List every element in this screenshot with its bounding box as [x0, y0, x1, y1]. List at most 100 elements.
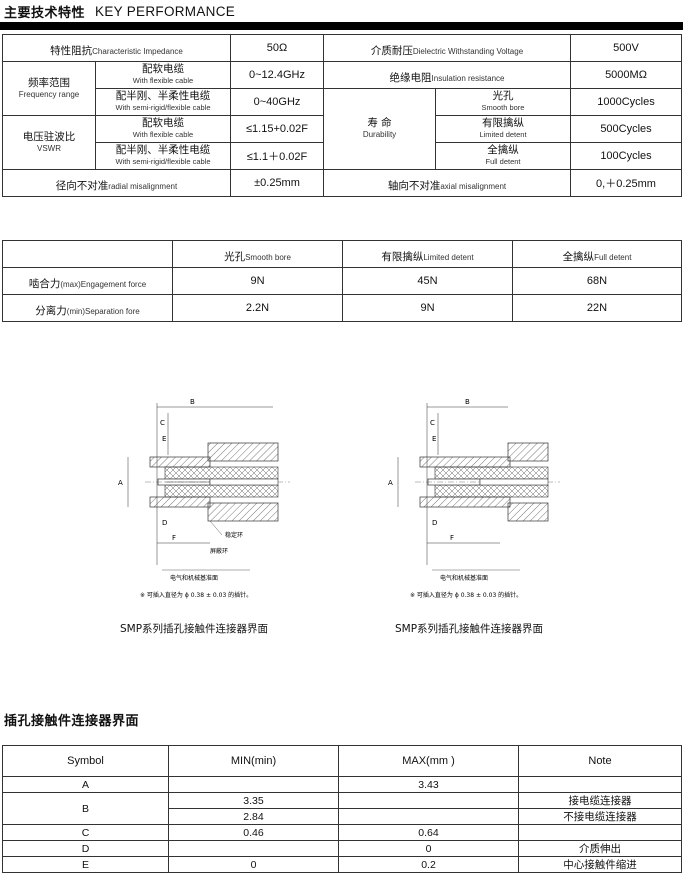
label-ref-plane: 电气和机械基准面 [170, 574, 218, 582]
cell-symbol: E [2, 856, 169, 873]
force-col-smooth: 光孔Smooth bore [172, 240, 343, 268]
table-row: A 3.43 [2, 776, 682, 793]
label-ring-stable: 稳定环 [225, 531, 243, 539]
label-ring-shield: 屏蔽环 [210, 547, 228, 555]
note-text: ※ 可插入直径为 ϕ 0.38 ± 0.03 的插针。 [140, 591, 252, 599]
freq-semi-value: 0~40GHz [230, 88, 324, 116]
cell-max: 0.2 [338, 856, 519, 873]
page-heading: 主要技术特性 KEY PERFORMANCE [4, 0, 235, 22]
cell-min [168, 840, 339, 857]
cell-symbol: B [2, 792, 169, 825]
cell-note: 中心接触件缩进 [518, 856, 682, 873]
table-row: D 0 介质伸出 [2, 840, 682, 857]
cell-max [338, 792, 519, 809]
cell-min: 0.46 [168, 824, 339, 841]
table-row: 分离力(min)Separation fore 2.2N 9N 22N [2, 294, 682, 322]
freq-flex-value: 0~12.4GHz [230, 61, 324, 89]
label-ref-plane: 电气和机械基准面 [440, 574, 488, 582]
left-connector-diagram: B C E A D F 稳定环 屏蔽环 电气和机械基准面 ※ 可插入直径为 ϕ … [118, 398, 290, 599]
table-row: 径向不对准radial misalignment ±0.25mm 轴向不对准ax… [2, 169, 682, 197]
separate-full: 22N [512, 294, 682, 322]
header-max: MAX(mm ) [338, 745, 519, 777]
limited-value: 500Cycles [570, 115, 682, 143]
engage-label: 啮合力(max)Engagement force [2, 267, 173, 295]
table-row: E 0 0.2 中心接触件缩进 [2, 856, 682, 873]
label-e: E [432, 435, 436, 443]
cell-min: 3.35 [168, 792, 339, 809]
label-c: C [430, 419, 435, 427]
label-a: A [118, 479, 123, 487]
cell-note: 介质伸出 [518, 840, 682, 857]
cell-max: 3.43 [338, 776, 519, 793]
table-header-row: Symbol MIN(min) MAX(mm ) Note [2, 745, 682, 777]
cell-note: 不接电缆连接器 [518, 808, 682, 825]
cell-symbol: C [2, 824, 169, 841]
engage-full: 68N [512, 267, 682, 295]
separate-smooth: 2.2N [172, 294, 343, 322]
note-text: ※ 可插入直径为 ϕ 0.38 ± 0.03 的插针。 [410, 591, 522, 599]
cell-min [168, 776, 339, 793]
cell-max [338, 808, 519, 825]
outer-shell-bottom [207, 502, 279, 522]
radial-label: 径向不对准radial misalignment [2, 169, 231, 197]
label-e: E [162, 435, 166, 443]
force-col-full: 全擒纵Full detent [512, 240, 682, 268]
cell-symbol: A [2, 776, 169, 793]
label-a: A [388, 479, 393, 487]
label-f: F [450, 534, 454, 542]
cell-note [518, 776, 682, 793]
impedance-label: 特性阻抗Characteristic Impedance [2, 34, 231, 62]
heading-en: KEY PERFORMANCE [95, 3, 236, 19]
vswr-flex-value: ≤1.15+0.02F [230, 115, 324, 143]
cell-note [518, 824, 682, 841]
label-b: B [465, 398, 470, 406]
engage-smooth: 9N [172, 267, 343, 295]
force-corner [2, 240, 173, 268]
table-row: 啮合力(max)Engagement force 9N 45N 68N [2, 267, 682, 295]
heading-bar [0, 22, 683, 30]
interface-table: Symbol MIN(min) MAX(mm ) Note A 3.43 B 3… [2, 745, 682, 873]
dielectric-value: 500V [570, 34, 682, 62]
header-min: MIN(min) [168, 745, 339, 777]
impedance-value: 50Ω [230, 34, 324, 62]
label-c: C [160, 419, 165, 427]
right-connector-diagram: B C E A D F 电气和机械基准面 ※ 可插入直径为 ϕ 0.38 ± 0… [388, 398, 560, 599]
label-b: B [190, 398, 195, 406]
table-row: B 3.35 接电缆连接器 [2, 792, 682, 825]
separate-limited: 9N [342, 294, 513, 322]
cell-min: 0 [168, 856, 339, 873]
table-row: 光孔Smooth bore 有限擒纵Limited detent 全擒纵Full… [2, 240, 682, 268]
dielectric-bottom [164, 484, 279, 498]
full-value: 100Cycles [570, 142, 682, 170]
cell-max: 0 [338, 840, 519, 857]
heading-cn: 主要技术特性 [4, 5, 86, 21]
left-diagram-caption: SMP系列插孔接触件连接器界面 [120, 623, 269, 635]
table-row: C 0.46 0.64 [2, 824, 682, 841]
engage-limited: 45N [342, 267, 513, 295]
dielectric-label: 介质耐压Dielectric Withstanding Voltage [323, 34, 571, 62]
table-row: 特性阻抗Characteristic Impedance 50Ω 介质耐压Die… [2, 34, 682, 62]
cell-min: 2.84 [168, 808, 339, 825]
cell-symbol: D [2, 840, 169, 857]
interface-title: 插孔接触件连接器界面 [4, 714, 140, 729]
force-table: 光孔Smooth bore 有限擒纵Limited detent 全擒纵Full… [2, 240, 682, 322]
radial-value: ±0.25mm [230, 169, 324, 197]
outer-shell-top [207, 442, 279, 462]
cell-note: 接电缆连接器 [518, 792, 682, 809]
vswr-semi-value: ≤1.1＋0.02F [230, 142, 324, 170]
label-f: F [172, 534, 176, 542]
axial-value: 0,＋0.25mm [570, 169, 682, 197]
dielectric-top [164, 466, 279, 480]
